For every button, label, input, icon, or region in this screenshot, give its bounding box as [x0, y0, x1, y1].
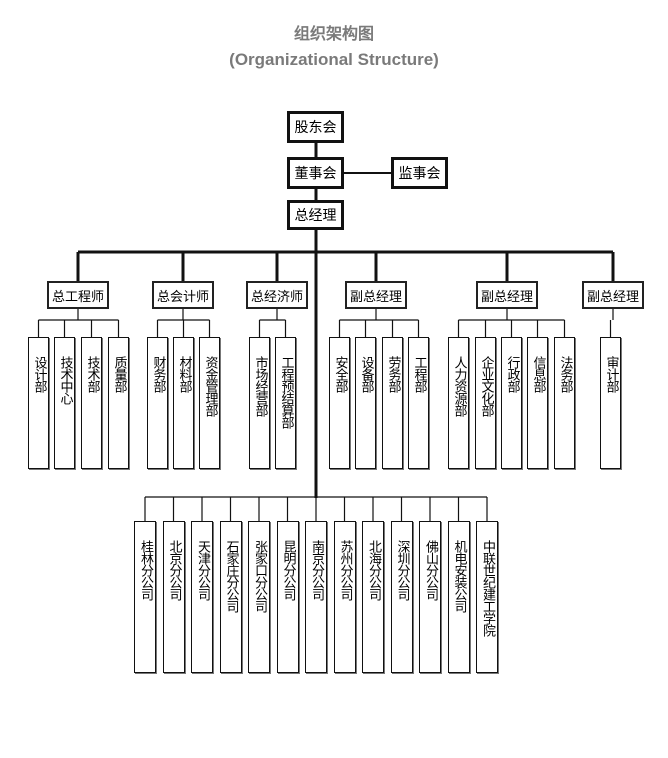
branch-node[interactable]: 南京分公司: [305, 521, 327, 673]
department-node-label: 设备部: [358, 356, 374, 392]
department-node-label: 质量部: [111, 356, 127, 392]
department-node[interactable]: 安全部: [329, 337, 350, 469]
department-node-label: 材料部: [176, 356, 192, 392]
group-node-2[interactable]: 总经济师: [246, 281, 308, 309]
branch-node-label: 桂林分公司: [138, 540, 153, 600]
department-node[interactable]: 设备部: [355, 337, 376, 469]
department-node-label: 市场经营部: [252, 356, 268, 416]
branch-node[interactable]: 北海分公司: [362, 521, 384, 673]
department-node-label: 法务部: [557, 356, 573, 392]
department-node[interactable]: 设计部: [28, 337, 49, 469]
branch-node[interactable]: 天津分公司: [191, 521, 213, 673]
node-board[interactable]: 董事会: [287, 157, 344, 189]
department-node[interactable]: 工程预结算部: [275, 337, 296, 469]
department-node[interactable]: 财务部: [147, 337, 168, 469]
department-node[interactable]: 市场经营部: [249, 337, 270, 469]
branch-node-label: 佛山分公司: [423, 540, 438, 600]
branch-node[interactable]: 苏州分公司: [333, 521, 356, 673]
department-node-label: 劳务部: [385, 356, 401, 392]
department-node-label: 设计部: [31, 356, 47, 392]
department-node[interactable]: 审计部: [600, 337, 621, 469]
department-node-label: 安全部: [332, 356, 348, 392]
branch-node[interactable]: 昆明分公司: [276, 521, 299, 673]
department-node[interactable]: 技术中心: [54, 337, 75, 469]
node-supervisors[interactable]: 监事会: [391, 157, 448, 189]
department-node[interactable]: 法务部: [554, 337, 575, 469]
department-node[interactable]: 企业文化部: [475, 337, 496, 469]
department-node[interactable]: 工程部: [408, 337, 429, 469]
group-node-1[interactable]: 总会计师: [152, 281, 214, 309]
branch-node[interactable]: 深圳分公司: [390, 521, 413, 673]
department-node[interactable]: 质量部: [108, 337, 129, 469]
branch-node[interactable]: 机电安装公司: [447, 521, 470, 673]
node-general-manager[interactable]: 总经理: [287, 200, 344, 230]
branch-node-label: 天津分公司: [195, 540, 210, 600]
branch-node[interactable]: 桂林分公司: [134, 521, 156, 673]
group-node-5[interactable]: 副总经理: [582, 281, 644, 309]
department-node-label: 企业文化部: [478, 356, 494, 416]
branch-node-label: 北京分公司: [166, 540, 182, 600]
branch-node-label: 深圳分公司: [394, 540, 410, 600]
chart-title-en: (Organizational Structure): [229, 50, 439, 69]
group-node-3[interactable]: 副总经理: [345, 281, 407, 309]
branch-node-label: 昆明分公司: [280, 540, 296, 600]
branch-node[interactable]: 佛山分公司: [419, 521, 441, 673]
department-node-label: 工程部: [411, 356, 427, 392]
department-node-label: 技术部: [84, 356, 100, 392]
branch-node-label: 机电安装公司: [451, 540, 467, 612]
branch-node-label: 南京分公司: [309, 540, 324, 600]
department-node-label: 人力资源部: [451, 356, 467, 416]
branch-node-label: 中联世纪建工学院: [480, 540, 495, 636]
chart-title-zh: 组织架构图: [293, 24, 374, 43]
branch-node[interactable]: 张家口分公司: [248, 521, 270, 673]
department-node-label: 工程预结算部: [278, 356, 294, 428]
department-node-label: 行政部: [504, 356, 520, 392]
department-node[interactable]: 资金管理部: [199, 337, 220, 469]
department-node[interactable]: 技术部: [81, 337, 102, 469]
branch-node[interactable]: 北京分公司: [162, 521, 185, 673]
department-node-label: 财务部: [150, 356, 166, 392]
branch-node[interactable]: 中联世纪建工学院: [476, 521, 498, 673]
department-node[interactable]: 材料部: [173, 337, 194, 469]
group-node-4[interactable]: 副总经理: [476, 281, 538, 309]
department-node[interactable]: 劳务部: [382, 337, 403, 469]
department-node[interactable]: 信息部: [527, 337, 548, 469]
branch-node-label: 北海分公司: [366, 540, 381, 600]
branch-node-label: 石家庄分公司: [223, 540, 239, 612]
department-node-label: 技术中心: [57, 356, 73, 404]
department-node-label: 资金管理部: [202, 356, 218, 416]
department-node[interactable]: 人力资源部: [448, 337, 469, 469]
group-node-0[interactable]: 总工程师: [47, 281, 109, 309]
branch-node-label: 张家口分公司: [252, 540, 267, 612]
department-node-label: 审计部: [603, 356, 619, 392]
branch-node-label: 苏州分公司: [337, 540, 353, 600]
department-node-label: 信息部: [530, 356, 546, 392]
node-shareholders[interactable]: 股东会: [287, 111, 344, 143]
department-node[interactable]: 行政部: [501, 337, 522, 469]
branch-node[interactable]: 石家庄分公司: [219, 521, 242, 673]
